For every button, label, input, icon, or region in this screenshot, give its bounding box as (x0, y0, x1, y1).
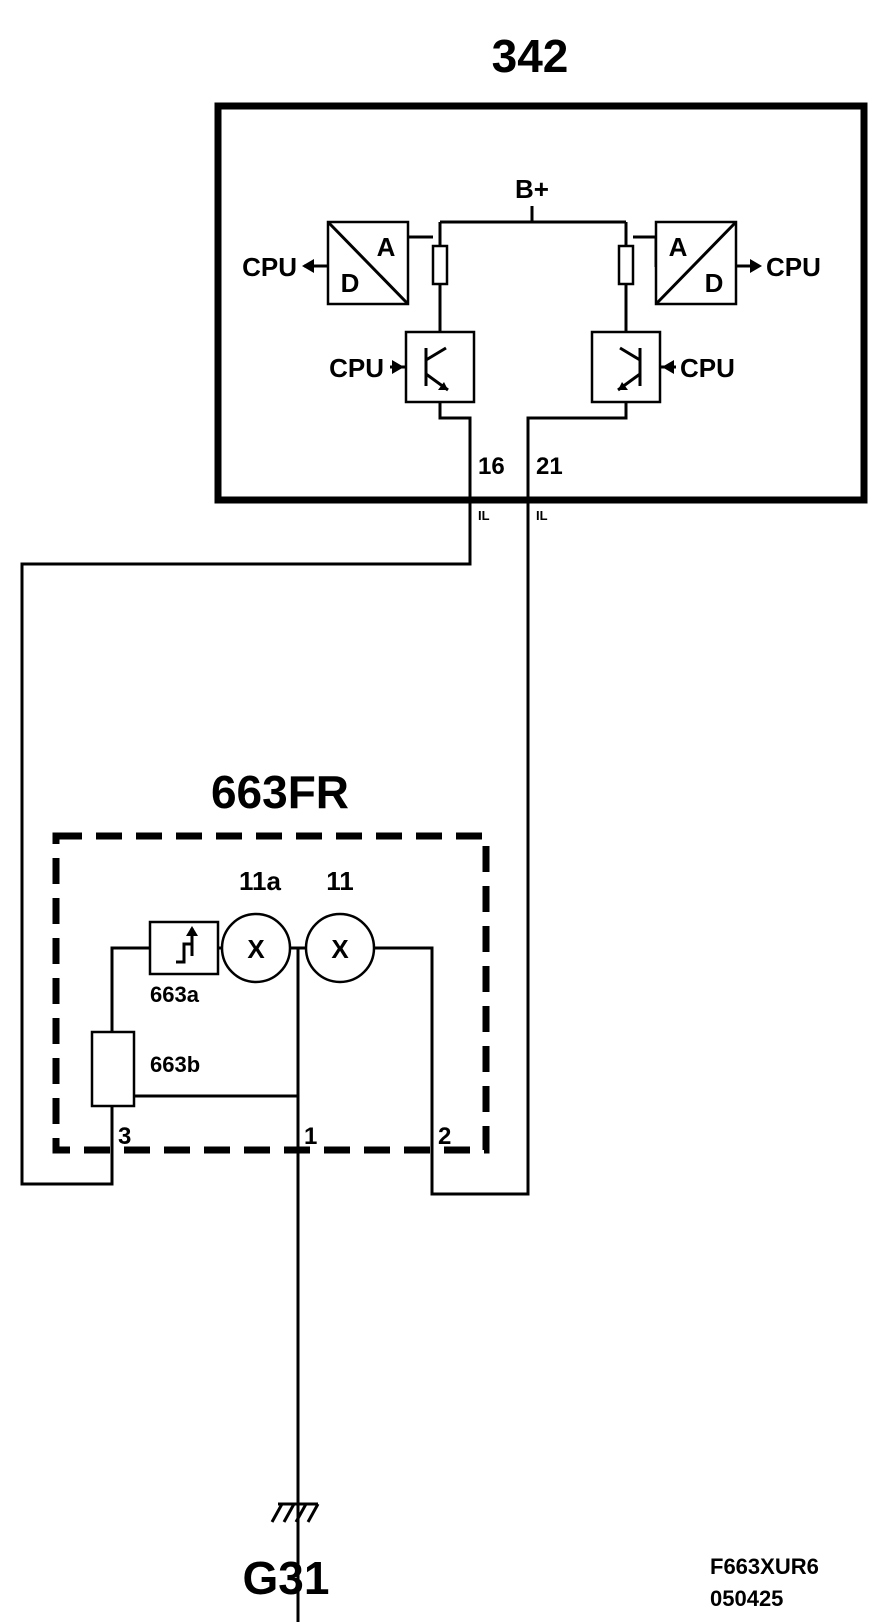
left-resistor (431, 244, 449, 286)
ground-label: G31 (243, 1552, 330, 1604)
wire-pin16-to-pin3 (20, 500, 472, 1186)
component-663b (90, 1030, 136, 1108)
label-663a: 663a (150, 982, 200, 1007)
wire-bulb11-to-pin2 (374, 946, 434, 1150)
component-663a (148, 920, 220, 976)
bulb-11-symbol: X (331, 934, 349, 964)
lamp-unit-title: 663FR (211, 766, 349, 818)
pin16-internal-wire (438, 402, 472, 500)
connector-mark-left: IL (478, 508, 490, 523)
wire-663a-to-663b (110, 946, 150, 1032)
pin-3-label: 3 (118, 1123, 131, 1150)
driver-left (404, 330, 476, 404)
ground-icon (270, 1502, 320, 1523)
adc-right-d: D (705, 268, 724, 298)
lamp-unit-box (52, 832, 490, 1154)
adc-left: A D (326, 220, 410, 306)
adc-left-a: A (377, 232, 396, 262)
adc-left-cpu: CPU (242, 252, 297, 282)
right-resistor (617, 244, 635, 286)
adc-right-a: A (669, 232, 688, 262)
driver-right-cpu: CPU (680, 353, 735, 383)
adc-right-cpu: CPU (766, 252, 821, 282)
bulb-11-label: 11 (326, 866, 354, 896)
pin21-internal-wire (526, 402, 628, 500)
pin-1-label: 1 (304, 1123, 317, 1150)
adc-right-arrow-icon (750, 259, 762, 273)
pin-2-label: 2 (438, 1123, 451, 1150)
bulb-11-icon: X (304, 912, 376, 984)
module-title: 342 (492, 30, 569, 82)
driver-right-arrow-icon (662, 360, 674, 374)
wire-pin21-to-pin2 (430, 500, 530, 1196)
pin-21-label: 21 (536, 453, 563, 480)
right-sense-wire (633, 235, 658, 267)
control-module-box (214, 102, 868, 504)
supply-label: B+ (515, 174, 549, 204)
driver-left-arrow-icon (392, 360, 404, 374)
adc-left-arrow-icon (302, 259, 314, 273)
left-sense-wire (405, 235, 433, 267)
bulb-11a-symbol: X (247, 934, 265, 964)
bulb-11a-icon: X (220, 912, 292, 984)
driver-left-cpu: CPU (329, 353, 384, 383)
bulb-11a-label: 11a (239, 866, 281, 896)
footer-date: 050425 (710, 1586, 783, 1611)
driver-right (590, 330, 662, 404)
footer-code: F663XUR6 (710, 1554, 819, 1579)
pin-16-label: 16 (478, 453, 505, 480)
label-663b: 663b (150, 1052, 200, 1077)
adc-right: A D (654, 220, 738, 306)
connector-mark-right: IL (536, 508, 548, 523)
adc-left-d: D (341, 268, 360, 298)
